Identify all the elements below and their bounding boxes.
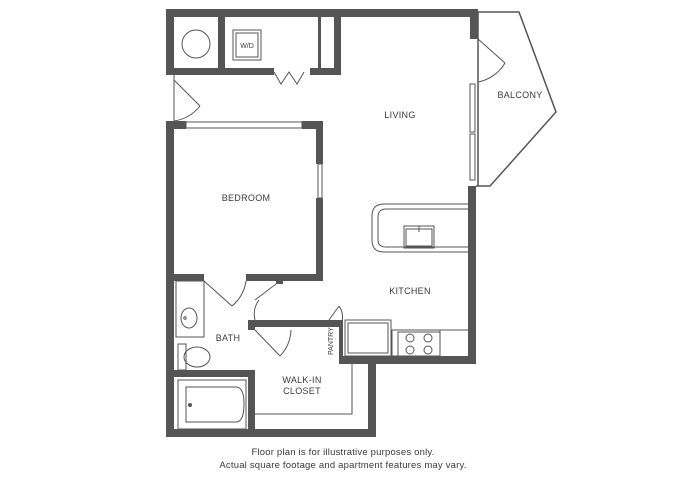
washer-dryer-label: W/D — [240, 43, 254, 50]
room-label-bath: BATH — [216, 333, 241, 343]
walls — [166, 9, 478, 437]
refrigerator — [344, 319, 392, 357]
bath-fixtures — [175, 280, 353, 430]
closet-fixtures — [181, 29, 262, 61]
door-swings — [173, 38, 506, 357]
room-label-walkin-line2: CLOSET — [283, 386, 321, 396]
windows — [185, 83, 476, 199]
washer-dryer — [232, 29, 262, 61]
kitchen-fixtures — [344, 203, 468, 357]
water-heater — [181, 29, 211, 59]
stove — [391, 329, 441, 357]
balcony-outline — [476, 11, 557, 187]
room-label-balcony: BALCONY — [497, 90, 542, 100]
toilet-bowl — [183, 346, 211, 368]
room-label-living: LIVING — [384, 110, 415, 120]
toilet-tank — [177, 343, 187, 371]
room-label-kitchen: KITCHEN — [389, 286, 431, 296]
bath-vanity — [175, 280, 205, 338]
room-label-walkin-line1: WALK-IN — [282, 375, 321, 385]
disclaimer: Floor plan is for illustrative purposes … — [0, 446, 686, 472]
disclaimer-line-1: Floor plan is for illustrative purposes … — [251, 447, 435, 458]
room-label-pantry: PANTRY — [328, 327, 335, 355]
room-label-bedroom: BEDROOM — [222, 193, 271, 203]
bathtub — [177, 379, 247, 430]
disclaimer-line-2: Actual square footage and apartment feat… — [219, 460, 467, 471]
